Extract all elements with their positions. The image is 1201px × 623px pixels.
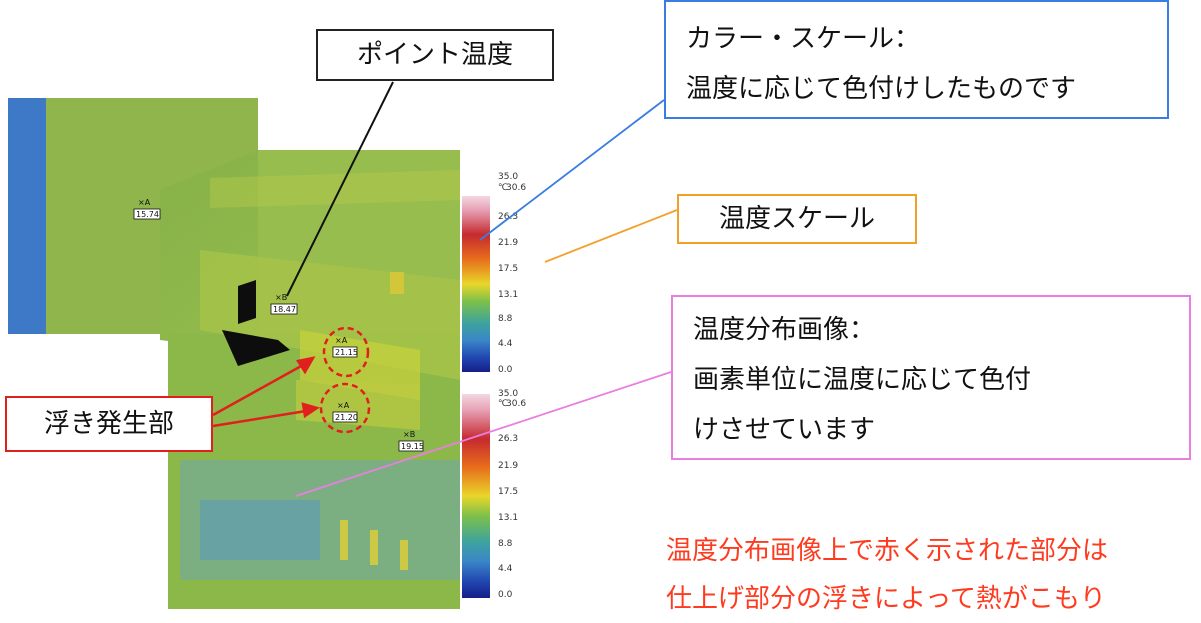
leader-color-scale: [479, 99, 665, 241]
svg-text:26.3: 26.3: [498, 434, 518, 444]
svg-text:21.9: 21.9: [498, 461, 518, 471]
svg-text:35.0: 35.0: [498, 389, 518, 399]
svg-text:21.9: 21.9: [498, 238, 518, 248]
dist-image-desc-1: 画素単位に温度に応じて色付: [693, 365, 1032, 395]
svg-text:×A: ×A: [138, 198, 151, 207]
note-line-2: 仕上げ部分の浮きによって熱がこもり: [666, 584, 1106, 614]
svg-text:℃: ℃: [498, 183, 508, 193]
svg-text:×B: ×B: [275, 293, 287, 302]
svg-text:13.1: 13.1: [498, 290, 518, 300]
svg-text:35.0: 35.0: [498, 172, 518, 182]
svg-text:0.0: 0.0: [498, 365, 513, 375]
svg-text:30.6: 30.6: [506, 183, 526, 193]
uki-label: 浮き発生部: [43, 409, 174, 439]
svg-text:4.4: 4.4: [498, 339, 513, 349]
leader-temp-scale: [544, 209, 678, 263]
svg-text:30.6: 30.6: [506, 399, 526, 409]
dist-image-callout: 温度分布画像： 画素単位に温度に応じて色付 けさせています: [671, 295, 1191, 460]
point-temp-label: ポイント温度: [356, 40, 513, 70]
leader-point-temp: [286, 81, 394, 297]
temp-scale-label: 温度スケール: [718, 204, 875, 234]
svg-text:8.8: 8.8: [498, 539, 513, 549]
color-scale-top: 35.0 ℃ 30.6 26.3 21.9 17.5 13.1 8.8 4.4 …: [462, 172, 526, 375]
leader-uki: [212, 356, 320, 428]
color-scale-title: カラー・スケール：: [686, 24, 921, 54]
color-scale-bottom: 35.0 ℃ 30.6 26.3 21.9 17.5 13.1 8.8 4.4 …: [462, 389, 526, 600]
temp-scale-callout: 温度スケール: [677, 194, 917, 244]
point-temp-callout: ポイント温度: [316, 29, 554, 81]
svg-text:18.47: 18.47: [273, 305, 296, 314]
svg-text:21.15: 21.15: [335, 348, 358, 357]
point-marker-2: ×B 18.47: [270, 293, 298, 315]
svg-text:13.1: 13.1: [498, 513, 518, 523]
svg-text:×B: ×B: [403, 430, 415, 439]
leader-dist-image: [295, 371, 672, 497]
note-line-1: 温度分布画像上で赤く示された部分は: [666, 536, 1109, 566]
svg-text:×A: ×A: [335, 336, 348, 345]
dist-image-title: 温度分布画像：: [693, 315, 876, 345]
color-scale-callout: カラー・スケール： 温度に応じて色付けしたものです: [664, 0, 1169, 119]
svg-text:21.20: 21.20: [335, 413, 358, 422]
svg-text:×A: ×A: [337, 401, 350, 410]
svg-text:℃: ℃: [498, 399, 508, 409]
point-marker-1: ×A 15.74: [133, 198, 161, 220]
svg-text:15.74: 15.74: [136, 210, 159, 219]
point-marker-4: ×A 21.20: [332, 401, 358, 423]
svg-text:26.3: 26.3: [498, 212, 518, 222]
point-marker-3: ×A 21.15: [332, 336, 358, 358]
thermal-image: [8, 98, 460, 609]
uki-callout: 浮き発生部: [5, 396, 213, 452]
explanation-note: 温度分布画像上で赤く示された部分は 仕上げ部分の浮きによって熱がこもり: [666, 527, 1201, 623]
svg-text:4.4: 4.4: [498, 564, 513, 574]
svg-text:19.15: 19.15: [401, 442, 424, 451]
svg-text:17.5: 17.5: [498, 487, 518, 497]
uki-circle-2: [319, 382, 371, 434]
svg-text:0.0: 0.0: [498, 590, 513, 600]
color-scale-desc: 温度に応じて色付けしたものです: [686, 74, 1077, 104]
svg-text:17.5: 17.5: [498, 264, 518, 274]
uki-circle-1: [322, 326, 370, 378]
point-marker-5: ×B 19.15: [398, 430, 424, 452]
svg-text:8.8: 8.8: [498, 314, 513, 324]
dist-image-desc-2: けさせています: [693, 415, 876, 445]
